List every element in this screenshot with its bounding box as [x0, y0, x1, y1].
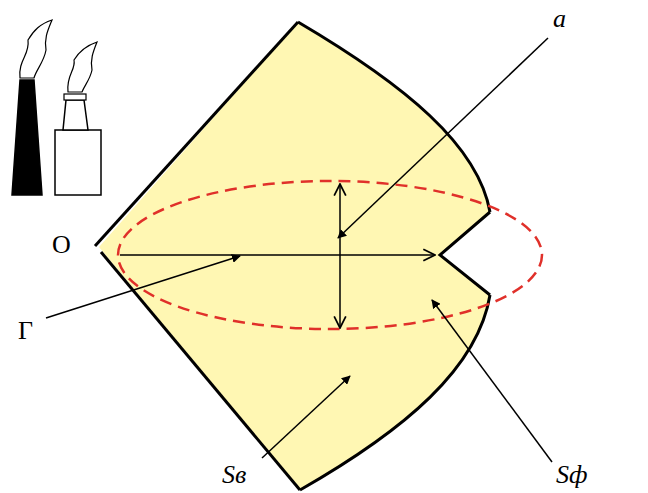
dimension-label: a: [553, 6, 566, 32]
point-label: О: [52, 232, 71, 258]
sector-fill: [99, 22, 490, 490]
axis-arrow: [120, 254, 435, 256]
sector-arc: [298, 22, 490, 212]
leader-line: [262, 376, 350, 458]
width-arrow: [339, 184, 341, 328]
leader-line: [432, 300, 552, 462]
sector-notch: [440, 212, 490, 295]
sector-edge: [101, 252, 300, 490]
leader-line: [338, 38, 548, 238]
factory-icon: [12, 20, 101, 195]
footprint-ellipse: [118, 181, 542, 329]
point-label: Г: [18, 318, 33, 344]
area-label: Sф: [556, 462, 587, 488]
area-label: Sв: [222, 462, 246, 488]
leader-line: [46, 256, 240, 318]
sector-edge: [95, 22, 298, 246]
